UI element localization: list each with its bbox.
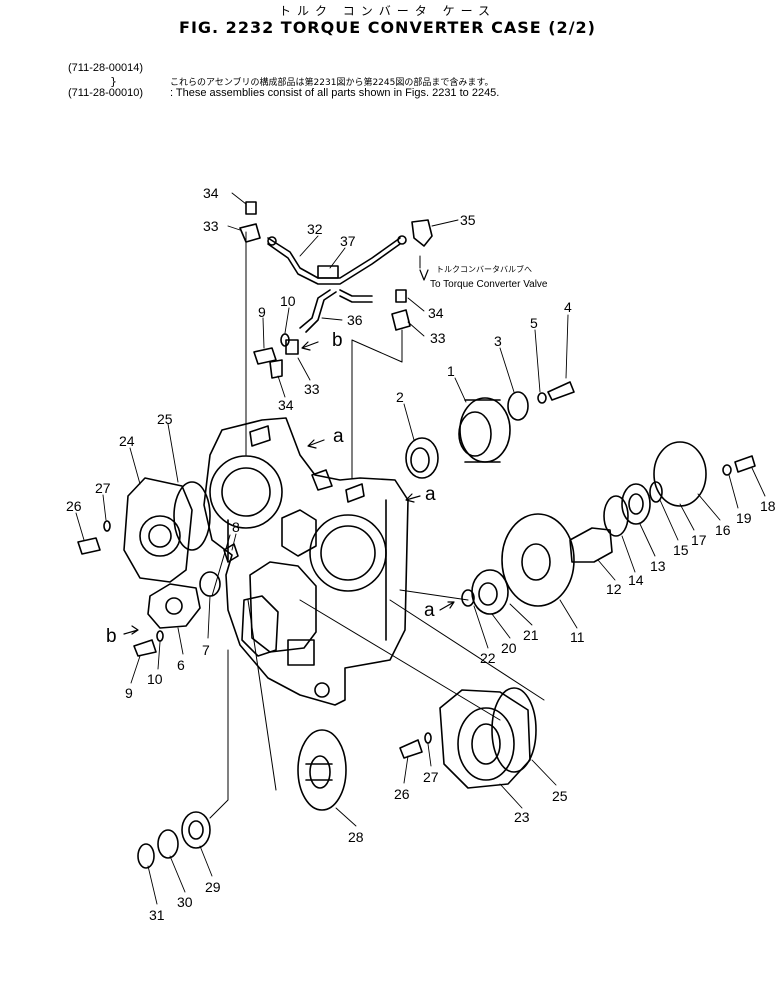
fittings: [239, 201, 433, 379]
callout-label: 31: [149, 907, 165, 923]
connector-letter: b: [332, 330, 343, 351]
callout-label: 13: [650, 558, 666, 574]
callout-label: 7: [202, 642, 210, 658]
callout-label: 15: [673, 542, 689, 558]
callout-label: 5: [530, 315, 538, 331]
callout-label: 34: [203, 185, 219, 201]
connector-letters: a a a b b: [106, 330, 436, 647]
connector-arrows: [123, 269, 455, 635]
callout-numbers: 34 33 32 37 35 34 36 33 10 9 33 34 4 5 3…: [66, 185, 775, 923]
callout-label: 10: [147, 671, 163, 687]
callout-label: 32: [307, 221, 323, 237]
callout-label: 21: [523, 627, 539, 643]
title-japanese: トルク コンバータ ケース: [278, 4, 497, 18]
serial-range-mark: }: [110, 75, 117, 88]
callout-label: 10: [280, 293, 296, 309]
input-shaft-parts: [461, 441, 756, 615]
callout-label: 11: [570, 629, 585, 645]
callout-label: 9: [125, 685, 133, 701]
callout-label: 17: [691, 532, 707, 548]
callout-leaders: [75, 192, 766, 905]
figure-title: FIG. 2232 TORQUE CONVERTER CASE (2/2): [179, 18, 596, 37]
callout-label: 36: [347, 312, 363, 328]
callout-label: 33: [304, 381, 320, 397]
connector-letter: a: [424, 600, 435, 621]
valve-label-english: To Torque Converter Valve: [430, 279, 548, 290]
callout-label: 16: [715, 522, 731, 538]
callout-label: 35: [460, 212, 476, 228]
callout-label: 33: [203, 218, 219, 234]
callout-label: 6: [177, 657, 185, 673]
washer-upper: [280, 333, 290, 347]
callout-label: 8: [232, 519, 240, 535]
left-cover-parts: [77, 477, 211, 583]
callout-label: 26: [66, 498, 82, 514]
callout-label: 34: [428, 305, 444, 321]
callout-label: 29: [205, 879, 221, 895]
callout-label: 25: [157, 411, 173, 427]
callout-label: 27: [423, 769, 439, 785]
callout-label: 27: [95, 480, 111, 496]
callout-label: 33: [430, 330, 446, 346]
serial-from: (711-28-00014): [68, 62, 144, 74]
connector-letter: a: [425, 484, 436, 505]
valve-label-japanese: トルクコンバータバルブへ: [436, 264, 532, 274]
upper-right-parts: [405, 381, 575, 479]
lubrication-pipe-assembly: [267, 235, 407, 333]
callout-label: 22: [480, 650, 496, 666]
callout-label: 9: [258, 304, 266, 320]
callout-label: 4: [564, 299, 572, 315]
callout-label: 34: [278, 397, 294, 413]
callout-label: 20: [501, 640, 517, 656]
bolt-upper: [253, 347, 277, 365]
connector-letter: a: [333, 426, 344, 447]
note-english: : These assemblies consist of all parts …: [170, 87, 500, 99]
callout-label: 1: [447, 363, 455, 379]
callout-label: 26: [394, 786, 410, 802]
callout-label: 3: [494, 333, 502, 349]
lower-right-cover-parts: [399, 687, 537, 789]
serial-to: (711-28-00010): [68, 87, 144, 99]
callout-label: 12: [606, 581, 622, 597]
callout-label: 14: [628, 572, 644, 588]
torque-converter-case: [203, 417, 409, 706]
assembly-lines: [209, 231, 545, 819]
callout-label: 30: [177, 894, 193, 910]
lower-gear-parts: [137, 729, 347, 869]
callout-label: 23: [514, 809, 530, 825]
connector-letter: b: [106, 626, 117, 647]
callout-label: 24: [119, 433, 135, 449]
callout-label: 19: [736, 510, 752, 526]
callout-label: 37: [340, 233, 356, 249]
flange-oring-parts: [133, 543, 239, 657]
callout-label: 2: [396, 389, 404, 405]
callout-label: 18: [760, 498, 775, 514]
note-japanese: これらのアセンブリの構成部品は第2231図から第2245図の部品まで含みます。: [170, 78, 494, 88]
callout-label: 28: [348, 829, 364, 845]
callout-label: 25: [552, 788, 568, 804]
